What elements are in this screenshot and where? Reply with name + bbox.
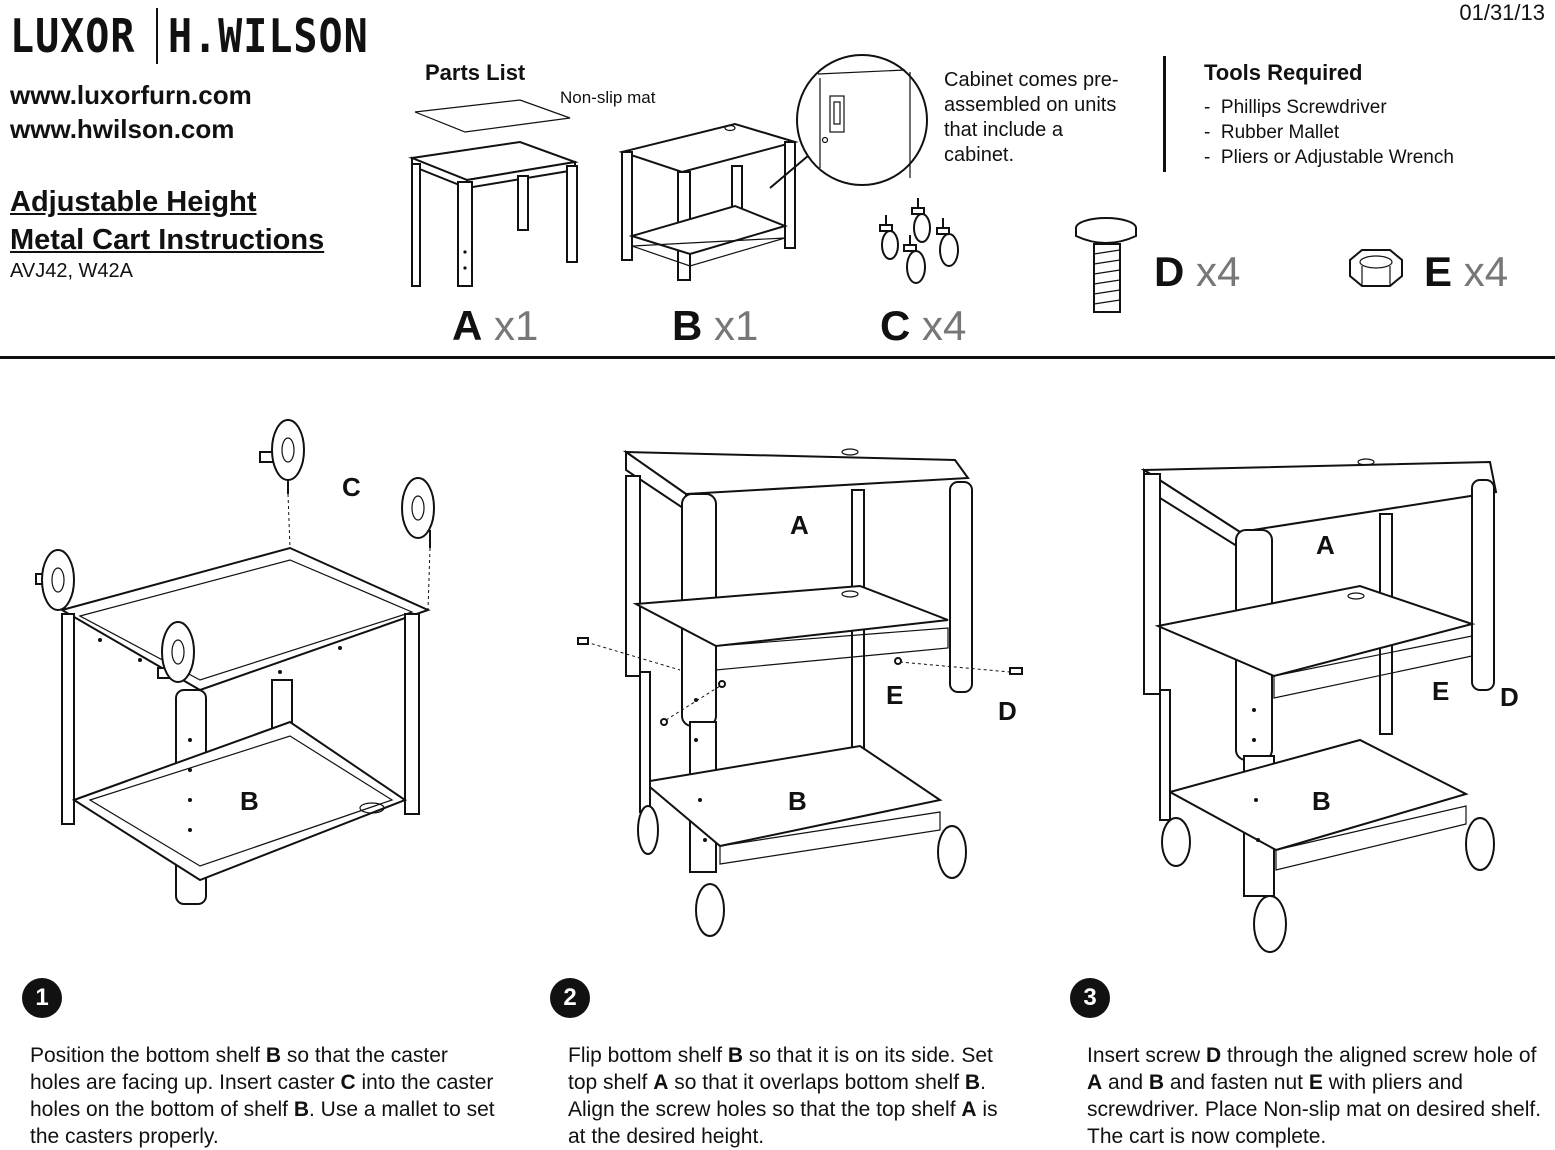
cabinet-note: Cabinet comes pre-assembled on units tha… [944, 69, 1119, 166]
part-e-drawing [1349, 249, 1403, 287]
step3-label-a: A [1316, 530, 1335, 560]
part-d-label: D x4 [1154, 248, 1241, 295]
step-3-diagram [1140, 458, 1498, 953]
doc-title-line-1: Adjustable Height [10, 186, 257, 218]
model-numbers: AVJ42, W42A [10, 260, 134, 282]
section-divider [0, 356, 1555, 359]
step2-label-a: A [790, 510, 809, 540]
step1-label-b: B [240, 786, 259, 816]
step2-label-d: D [998, 696, 1017, 726]
part-c-label: C x4 [880, 302, 967, 349]
doc-date: 01/31/13 [1459, 0, 1545, 25]
part-d-drawing [1075, 217, 1137, 313]
step3-label-b: B [1312, 786, 1331, 816]
doc-title-line-2: Metal Cart Instructions [10, 224, 325, 256]
parts-illustrations [408, 54, 1403, 313]
step2-label-b: B [788, 786, 807, 816]
part-b-drawing [618, 122, 799, 281]
non-slip-mat-label: Non-slip mat [560, 88, 656, 107]
tool-item: Rubber Mallet [1204, 120, 1454, 145]
step2-label-e: E [886, 680, 904, 710]
website-luxor[interactable]: www.luxorfurn.com [10, 80, 252, 110]
part-e-label: E x4 [1424, 248, 1509, 295]
step1-label-c: C [342, 472, 361, 502]
tools-heading: Tools Required [1204, 60, 1363, 85]
logo-divider [156, 8, 158, 64]
part-a-drawing [408, 140, 579, 287]
part-c-drawing [879, 198, 959, 284]
tools-list: Phillips Screwdriver Rubber Mallet Plier… [1204, 95, 1454, 170]
step3-label-d: D [1500, 682, 1519, 712]
step-2-number: 2 [550, 978, 590, 1018]
step-2-diagram [577, 448, 1023, 937]
part-a-label: A x1 [452, 302, 539, 349]
website-hwilson[interactable]: www.hwilson.com [10, 114, 235, 144]
step-1-number: 1 [22, 978, 62, 1018]
cabinet-detail [817, 69, 911, 178]
step3-label-e: E [1432, 676, 1450, 706]
part-b-label: B x1 [672, 302, 759, 349]
tool-item: Phillips Screwdriver [1204, 95, 1454, 120]
brand-hwilson: H.WILSON [168, 10, 369, 64]
cabinet-callout-circle [796, 54, 928, 186]
step-1-text: Position the bottom shelf B so that the … [30, 1044, 495, 1148]
step-1-diagram [35, 419, 435, 905]
step-3-number: 3 [1070, 978, 1110, 1018]
tools-divider [1163, 56, 1166, 172]
step-3-text: Insert screw D through the aligned screw… [1087, 1044, 1542, 1148]
parts-list-heading: Parts List [425, 60, 526, 85]
non-slip-mat-drawing [414, 99, 571, 133]
brand-luxor: LUXOR [10, 10, 136, 64]
step-2-text: Flip bottom shelf B so that it is on its… [568, 1044, 998, 1148]
step-diagrams [35, 419, 1498, 953]
tool-item: Pliers or Adjustable Wrench [1204, 145, 1454, 170]
